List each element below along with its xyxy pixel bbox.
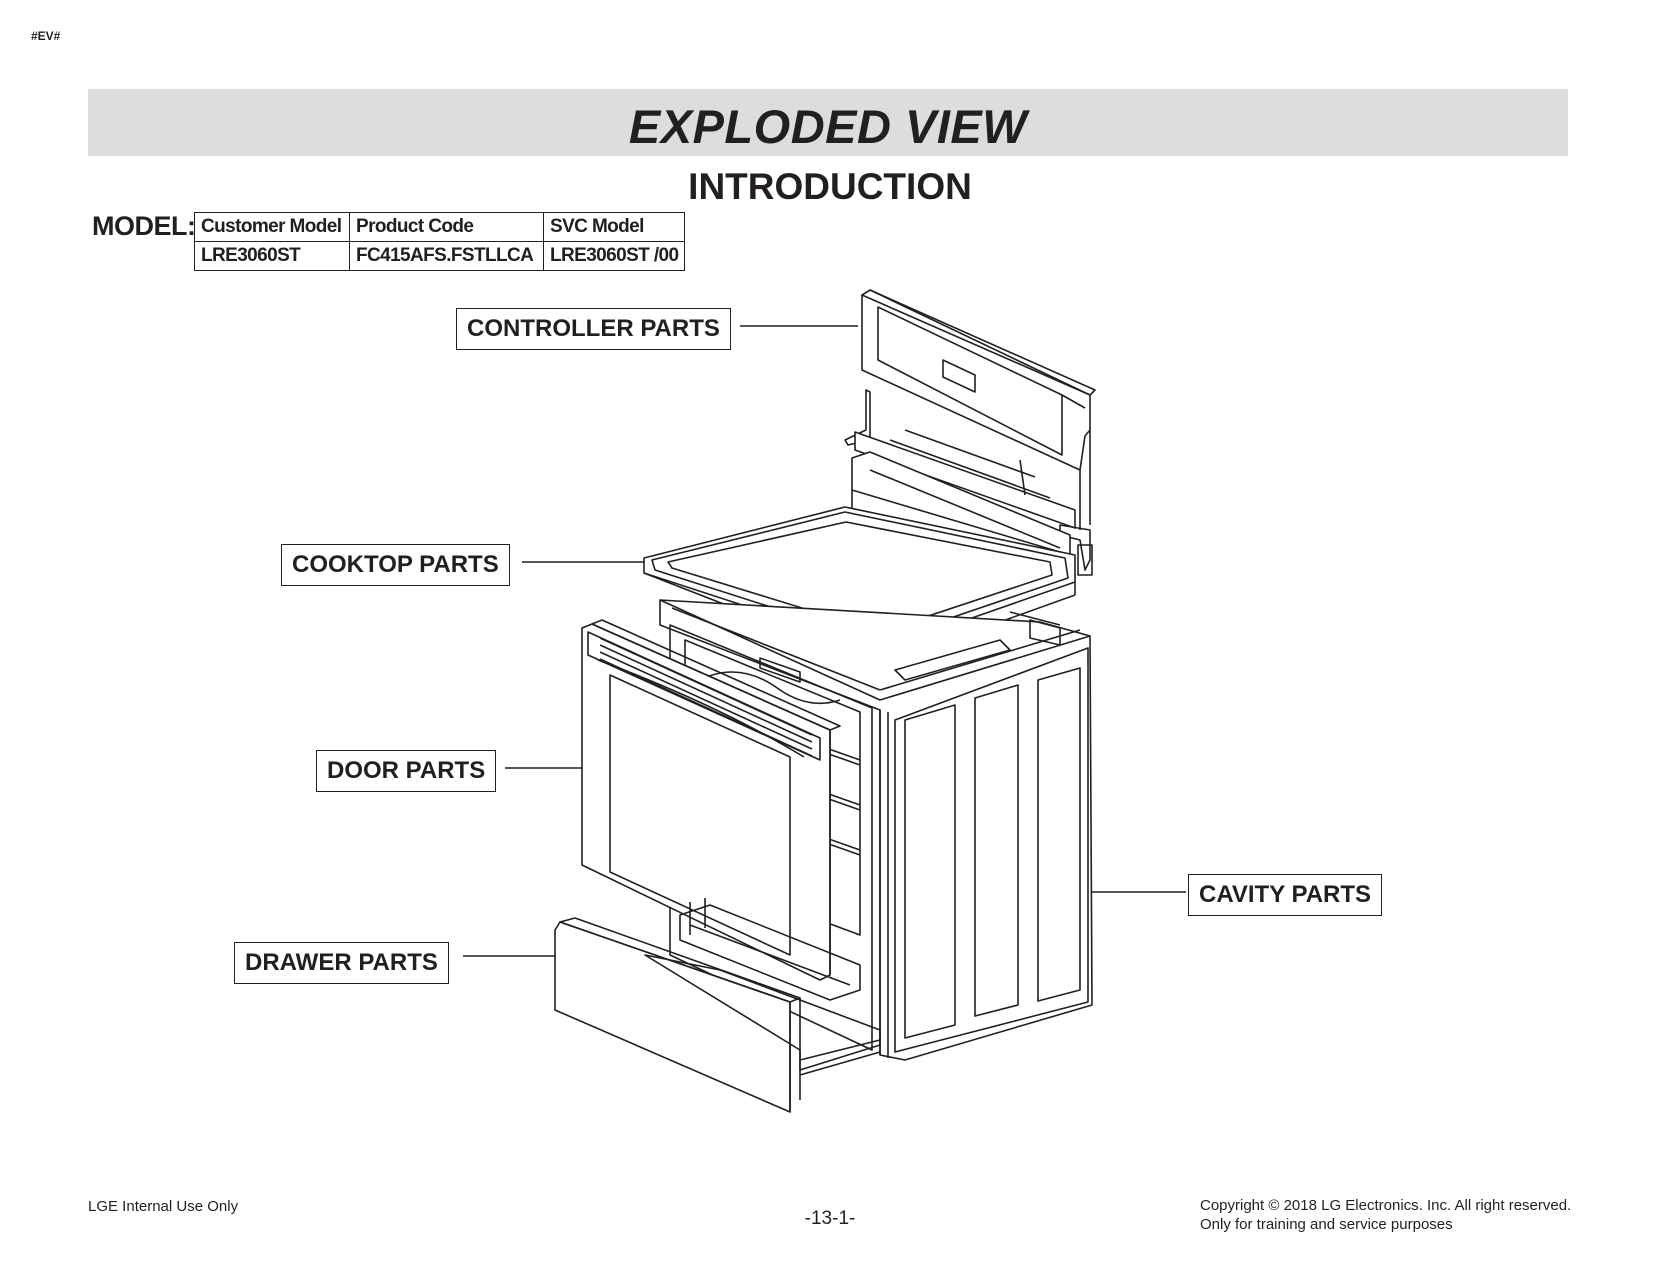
model-table: Customer Model Product Code SVC Model LR… — [194, 212, 686, 271]
callout-controller-parts: CONTROLLER PARTS — [456, 308, 731, 350]
footer-internal-use: LGE Internal Use Only — [88, 1198, 239, 1215]
title-banner: EXPLODED VIEW — [88, 89, 1568, 156]
control-panel-drawing — [844, 289, 1096, 576]
rear-vent-drawing — [851, 451, 1071, 556]
page-title: EXPLODED VIEW — [628, 100, 1028, 153]
header-customer-model: Customer Model — [194, 212, 350, 242]
cooktop-drawing — [643, 506, 1076, 666]
footer-notice-line: Only for training and service purposes — [1200, 1216, 1453, 1233]
model-table-value-row: LRE3060ST FC415AFS.FSTLLCA LRE3060ST /00 — [194, 241, 686, 271]
model-label: MODEL: — [92, 211, 196, 241]
warming-drawer-drawing — [554, 898, 881, 1113]
footer-copyright: Copyright © 2018 LG Electronics. Inc. Al… — [1200, 1196, 1571, 1234]
section-subtitle: INTRODUCTION — [688, 166, 972, 207]
value-svc-model: LRE3060ST /00 — [542, 241, 686, 271]
value-product-code: FC415AFS.FSTLLCA — [349, 241, 544, 271]
callout-cooktop-parts: COOKTOP PARTS — [281, 544, 510, 586]
page-tag: #EV# — [31, 29, 61, 43]
cavity-body-drawing — [659, 599, 1093, 1061]
value-customer-model: LRE3060ST — [194, 241, 350, 271]
footer-copyright-line: Copyright © 2018 LG Electronics. Inc. Al… — [1200, 1197, 1572, 1214]
footer-page-number: -13-1- — [804, 1208, 856, 1229]
callout-cavity-parts: CAVITY PARTS — [1188, 874, 1383, 916]
callout-door-parts: DOOR PARTS — [316, 750, 497, 792]
oven-door-drawing — [581, 619, 841, 981]
header-product-code: Product Code — [349, 212, 544, 242]
model-table-header-row: Customer Model Product Code SVC Model — [194, 212, 686, 242]
callout-drawer-parts: DRAWER PARTS — [234, 942, 449, 984]
